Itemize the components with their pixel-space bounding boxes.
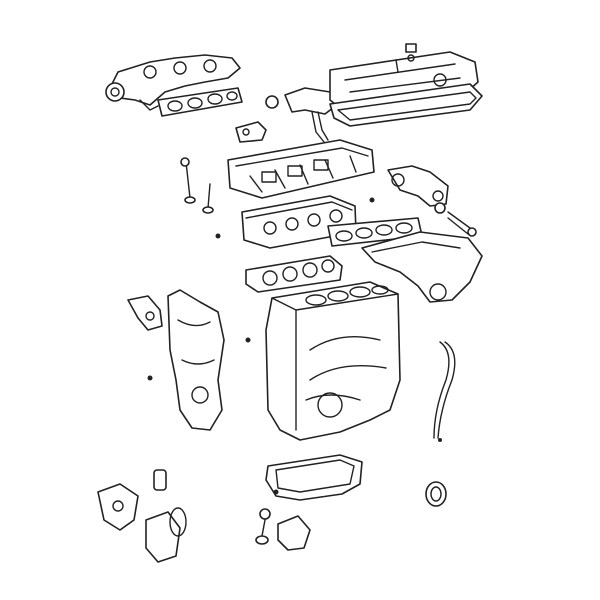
exhaust-manifold bbox=[105, 54, 241, 111]
bolt bbox=[147, 375, 153, 381]
oil-pump-cover bbox=[97, 483, 139, 531]
bolt bbox=[245, 337, 251, 343]
exhaust-manifold-gasket bbox=[157, 87, 243, 117]
sensor bbox=[369, 197, 375, 203]
oil-pressure-switch-bracket bbox=[277, 515, 311, 551]
bracket bbox=[235, 121, 267, 143]
intake-valve bbox=[180, 157, 196, 204]
valve-cover-gasket bbox=[329, 83, 483, 127]
oil-pan bbox=[265, 454, 363, 501]
rear-oil-seal bbox=[425, 481, 447, 507]
intake-manifold bbox=[361, 231, 483, 303]
egr-pipe bbox=[265, 87, 339, 143]
oil-filter-bracket bbox=[153, 469, 167, 491]
camshaft-housing bbox=[227, 139, 375, 199]
thermostat-pipe bbox=[434, 202, 477, 237]
cylinder-head-gasket bbox=[245, 255, 343, 293]
engine-block bbox=[265, 281, 401, 441]
oil-dipstick bbox=[433, 341, 456, 442]
oil-cooler bbox=[145, 511, 181, 563]
oil-filler-cap bbox=[395, 43, 417, 73]
drain-plug bbox=[273, 489, 279, 495]
bolt bbox=[215, 233, 221, 239]
oil-strainer bbox=[255, 508, 271, 545]
exhaust-valve bbox=[202, 183, 214, 214]
water-pump bbox=[127, 295, 163, 331]
water-outlet bbox=[387, 165, 449, 207]
timing-chain-cover bbox=[167, 289, 225, 431]
o-ring bbox=[169, 507, 187, 537]
